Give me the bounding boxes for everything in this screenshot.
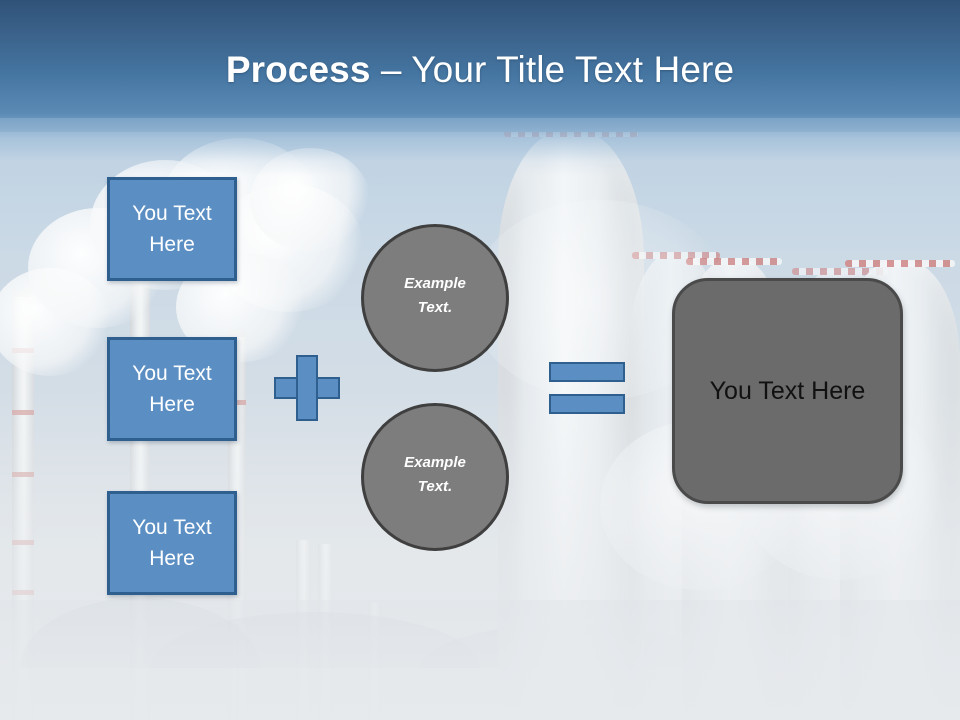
equals-icon	[549, 362, 625, 414]
example-circle-2[interactable]: Example Text.	[361, 403, 509, 551]
input-box-3-line2: Here	[149, 547, 195, 570]
input-box-2[interactable]: You Text Here	[107, 337, 237, 441]
title-rest: – Your Title Text Here	[370, 49, 735, 90]
page-title: Process – Your Title Text Here	[0, 48, 960, 92]
result-box-label: You Text Here	[709, 376, 866, 405]
result-box[interactable]: You Text Here	[672, 278, 903, 504]
header-band	[0, 0, 960, 132]
equals-top-bar	[549, 362, 625, 382]
plus-icon	[274, 355, 340, 421]
input-box-2-line2: Here	[149, 393, 195, 416]
title-strong: Process	[225, 49, 371, 90]
input-box-1-line1: You Text	[132, 202, 212, 225]
header-fade	[0, 118, 960, 176]
plus-center-patch	[298, 379, 316, 397]
example-circle-1[interactable]: Example Text.	[361, 224, 509, 372]
example-circle-1-line2: Text.	[417, 299, 453, 316]
input-box-1[interactable]: You Text Here	[107, 177, 237, 281]
example-circle-2-line2: Text.	[417, 478, 453, 495]
example-circle-1-line1: Example	[404, 275, 466, 292]
equals-bottom-bar	[549, 394, 625, 414]
input-box-1-line2: Here	[149, 233, 195, 256]
example-circle-2-line1: Example	[404, 454, 466, 471]
input-box-3[interactable]: You Text Here	[107, 491, 237, 595]
input-box-2-line1: You Text	[132, 362, 212, 385]
input-box-3-line1: You Text	[132, 516, 212, 539]
